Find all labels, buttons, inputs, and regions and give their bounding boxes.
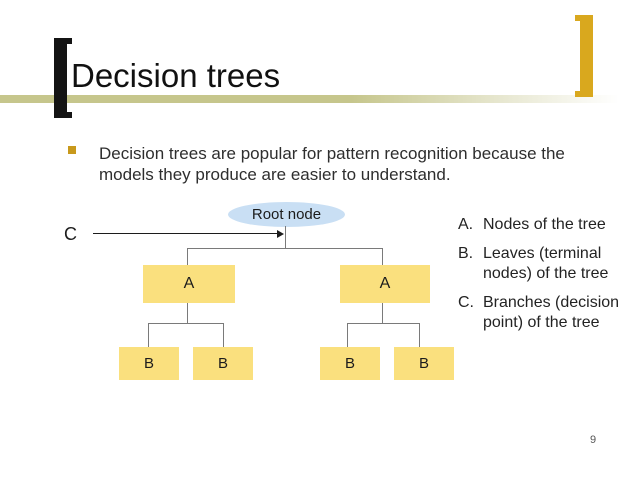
bullet-paragraph: Decision trees are popular for pattern r… xyxy=(99,143,565,185)
legend-b-line-1: Leaves (terminal xyxy=(483,245,602,262)
branch-pointer-arrow-line xyxy=(93,233,277,234)
tree-node-a-left: A xyxy=(143,265,235,303)
level2-right-connector-line xyxy=(347,323,420,324)
legend: A. Nodes of the tree B. Leaves (terminal… xyxy=(458,215,633,342)
legend-marker-a: A. xyxy=(458,216,474,233)
b2-drop-line xyxy=(223,323,224,347)
level1-left-drop-line xyxy=(187,248,188,265)
branch-pointer-label: C xyxy=(64,224,77,244)
level1-right-drop-line xyxy=(382,248,383,265)
tree-leaf-b2: B xyxy=(193,347,253,380)
page-number: 9 xyxy=(589,434,597,446)
title-underline-band xyxy=(0,95,638,103)
root-drop-line xyxy=(285,226,286,248)
left-bracket-decoration xyxy=(54,38,72,118)
legend-item-b: B. Leaves (terminal nodes) of the tree xyxy=(458,244,633,284)
level1-connector-line xyxy=(187,248,383,249)
bullet-square-icon xyxy=(68,146,76,154)
tree-node-a-right: A xyxy=(340,265,430,303)
bullet-line-1: Decision trees are popular for pattern r… xyxy=(99,144,565,163)
a1-drop-line xyxy=(187,303,188,323)
a2-drop-line xyxy=(382,303,383,323)
bullet-line-2: models they produce are easier to unders… xyxy=(99,165,451,184)
tree-leaf-b3: B xyxy=(320,347,380,380)
root-node: Root node xyxy=(228,202,345,227)
legend-item-c: C. Branches (decision point) of the tree xyxy=(458,293,633,333)
b1-drop-line xyxy=(148,323,149,347)
legend-c-line-2: point) of the tree xyxy=(483,314,600,331)
legend-a-line-1: Nodes of the tree xyxy=(483,216,606,233)
b3-drop-line xyxy=(347,323,348,347)
tree-leaf-b4: B xyxy=(394,347,454,380)
right-bracket-decoration xyxy=(575,15,593,97)
legend-item-a: A. Nodes of the tree xyxy=(458,215,633,235)
branch-pointer-arrowhead-icon xyxy=(277,230,284,238)
legend-marker-c: C. xyxy=(458,294,474,311)
level2-left-connector-line xyxy=(148,323,224,324)
legend-b-line-2: nodes) of the tree xyxy=(483,265,609,282)
tree-leaf-b1: B xyxy=(119,347,179,380)
b4-drop-line xyxy=(419,323,420,347)
legend-c-line-1: Branches (decision xyxy=(483,294,620,311)
legend-marker-b: B. xyxy=(458,245,474,262)
slide-title: Decision trees xyxy=(71,57,281,94)
